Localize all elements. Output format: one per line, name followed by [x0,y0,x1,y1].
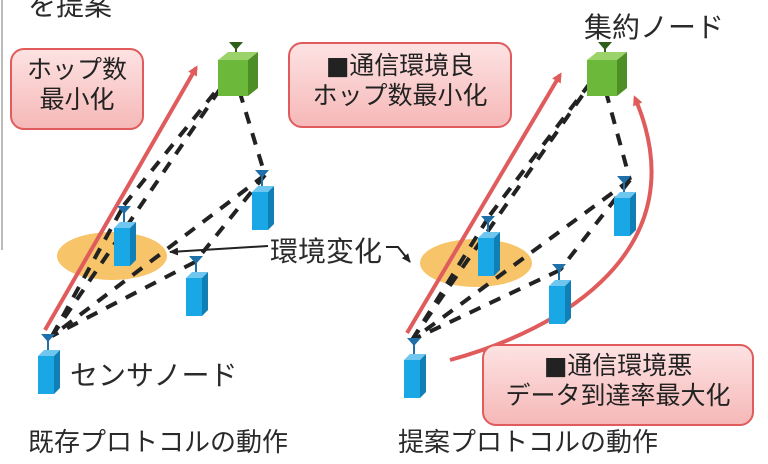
environment-change-ellipse-right [420,239,532,287]
callout-good-environment: ■通信環境良 ホップ数最小化 [288,42,512,128]
sensor-node-source-left [37,333,61,395]
callout-bad-environment: ■通信環境悪 データ到達率最大化 [482,344,754,426]
sensor-node-relay-b-left [251,169,275,231]
top-left-partial-text: を提案 [28,0,113,22]
callout-min-hop-line1: ホップ数 [26,55,127,84]
sensor-node-relay-a-right [477,215,501,277]
environment-change-ellipse-left [57,232,167,280]
callout-bad-env-line2: データ到達率最大化 [505,381,731,410]
aggregation-node-left [217,41,259,97]
sensor-node-source-right [403,337,427,399]
callout-min-hop: ホップ数 最小化 [10,48,144,130]
callout-good-env-line2: ホップ数最小化 [312,81,488,110]
aggregation-node-right [586,41,628,97]
sensor-node-label: センサノード [70,359,238,392]
min-hop-route-arrow [43,65,198,331]
callout-min-hop-line2: 最小化 [39,85,115,114]
existing-protocol-caption: 既存プロトコルの動作 [28,428,289,458]
existing-protocol-panel [37,41,275,395]
sensor-node-relay-b-right [613,175,637,237]
good-env-route-arrow [405,72,562,335]
proposed-protocol-panel [403,41,654,399]
callout-bad-env-line1: ■通信環境悪 [543,351,693,380]
aggregation-node-label: 集約ノード [584,11,725,44]
callout-good-env-line1: ■通信環境良 [325,51,475,80]
env-change-arrow-left [169,245,269,256]
proposed-protocol-caption: 提案プロトコルの動作 [398,428,659,458]
env-change-arrow-right [386,246,411,263]
environment-change-label: 環境変化 [270,235,383,268]
